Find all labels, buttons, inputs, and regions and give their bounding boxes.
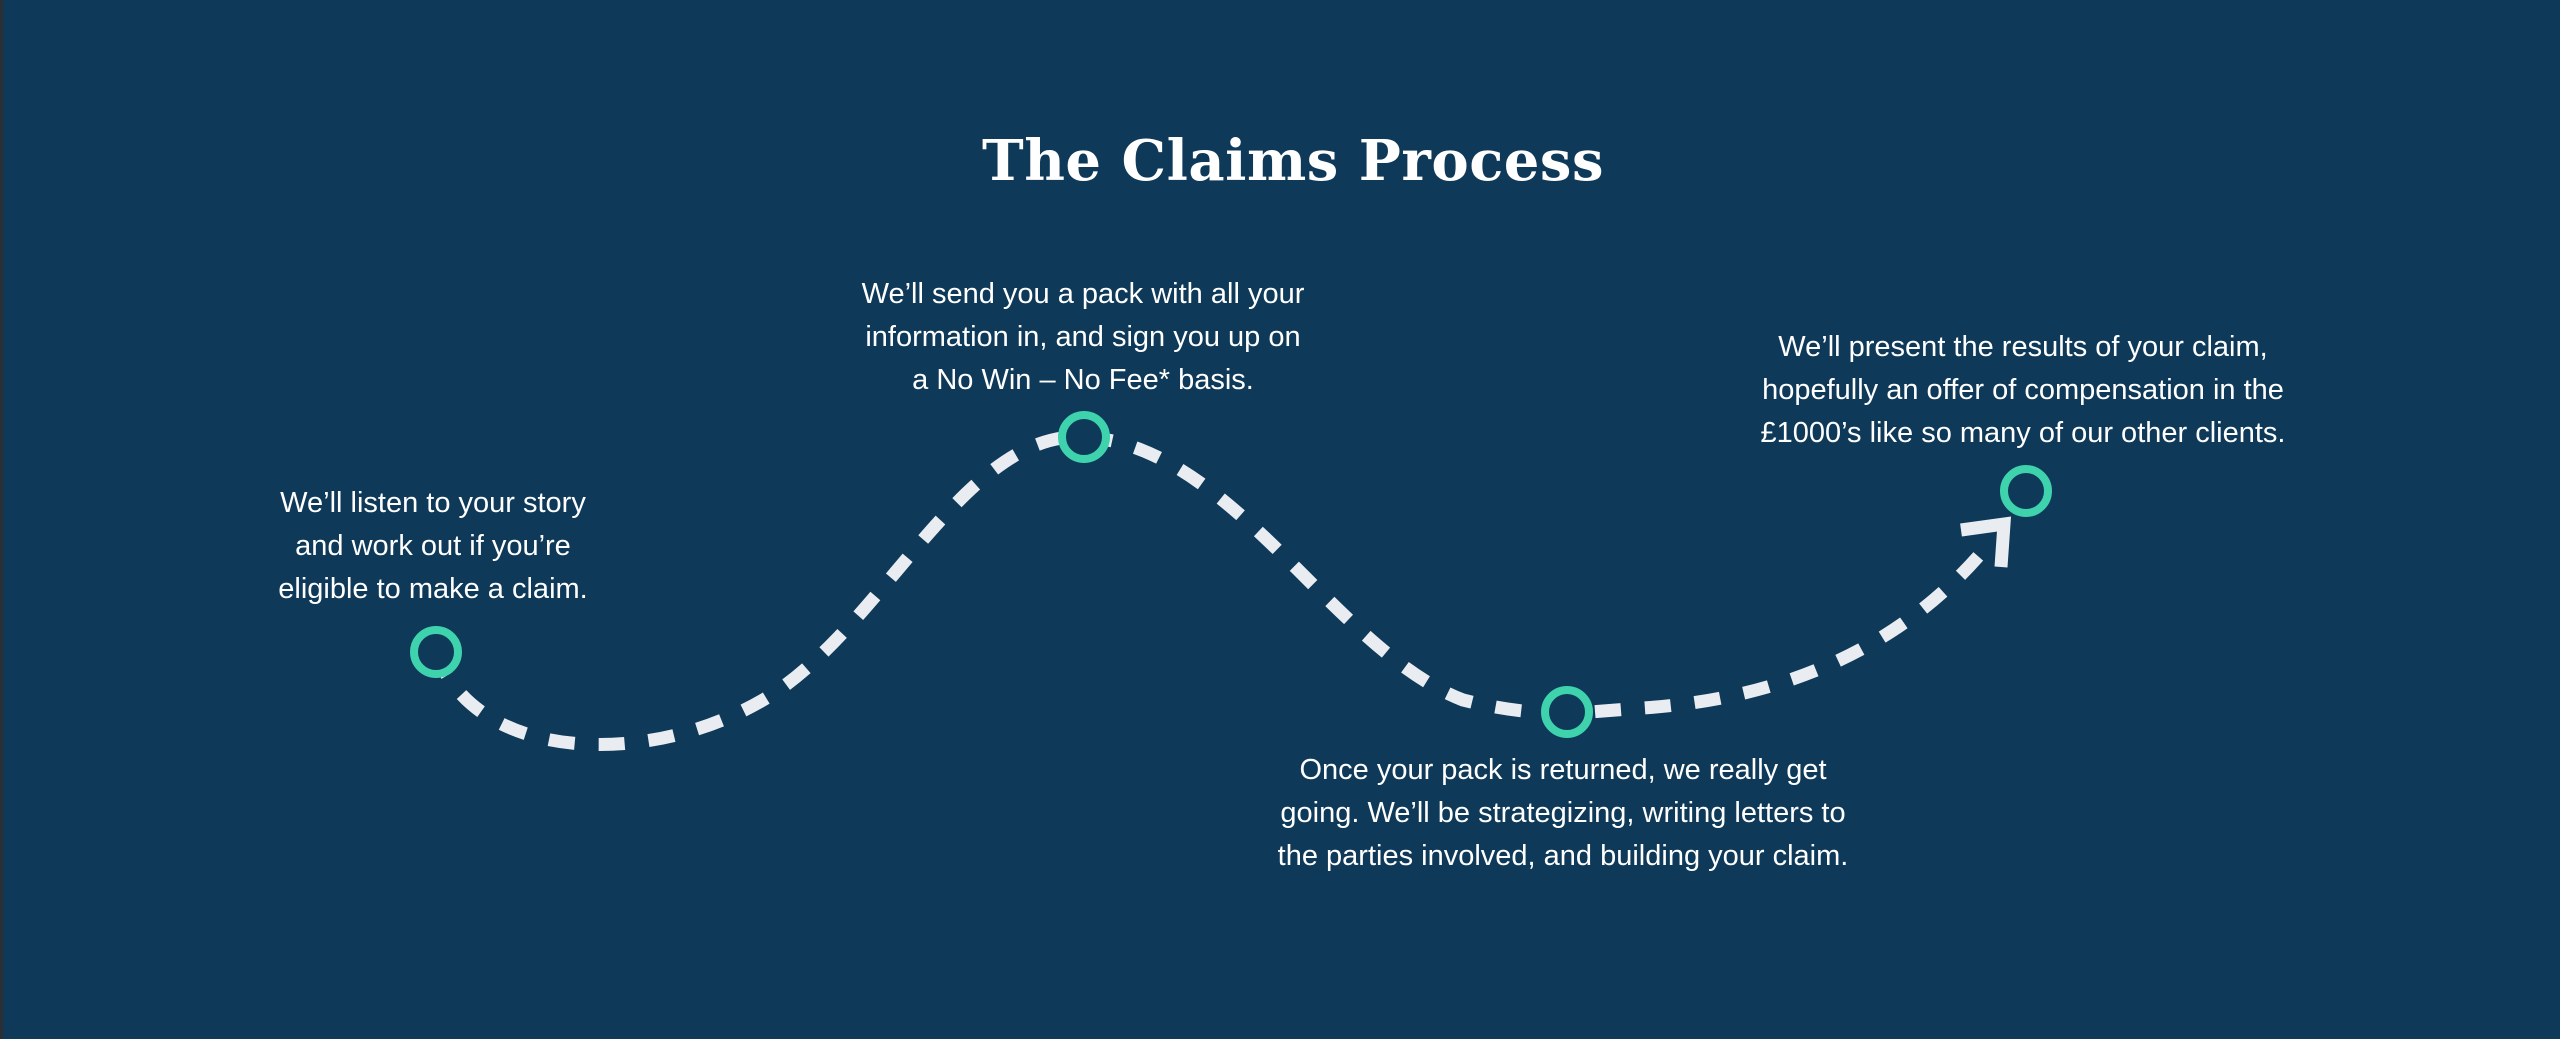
ring-icon xyxy=(1541,686,1593,738)
ring-icon xyxy=(1058,411,1110,463)
step-4-text: We’ll present the results of your claim,… xyxy=(1760,331,2286,449)
process-path xyxy=(410,411,2052,752)
step-1-text: We’ll listen to your story and work out … xyxy=(278,487,588,605)
ring-icon xyxy=(2000,465,2052,517)
step-2-text: We’ll send you a pack with all your info… xyxy=(861,278,1305,396)
arrow-up-right-icon xyxy=(1960,516,2012,568)
dashed-path xyxy=(429,430,1994,752)
ring-icon xyxy=(410,626,462,678)
step-3-text: Once your pack is returned, we really ge… xyxy=(1277,754,1849,872)
page-title: The Claims Process xyxy=(982,128,1604,194)
